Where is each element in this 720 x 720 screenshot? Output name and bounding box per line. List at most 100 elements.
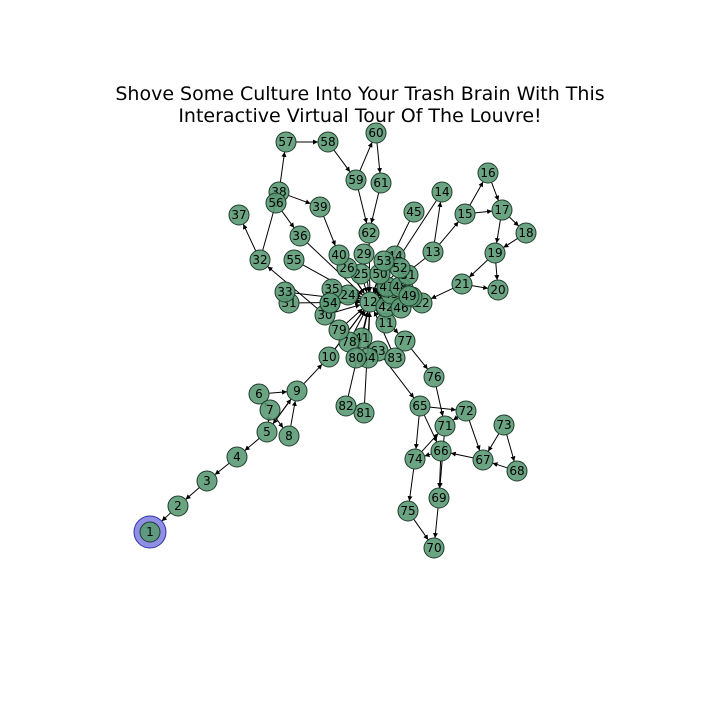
node-68[interactable]: 68 (506, 460, 528, 482)
node-4[interactable]: 4 (226, 446, 248, 468)
node-6[interactable]: 6 (248, 383, 270, 405)
node-39[interactable]: 39 (309, 196, 331, 218)
node-label: 49 (401, 289, 416, 303)
node-57[interactable]: 57 (275, 131, 297, 153)
node-20[interactable]: 20 (487, 279, 509, 301)
node-69[interactable]: 69 (428, 487, 450, 509)
edge-68-67 (492, 462, 508, 469)
edge-59-62 (357, 189, 368, 224)
edge-72-71 (452, 415, 459, 421)
node-55[interactable]: 55 (283, 249, 305, 271)
node-label: 79 (331, 323, 346, 337)
node-67[interactable]: 67 (472, 449, 494, 471)
node-49[interactable]: 49 (398, 285, 420, 307)
edge-65-72 (429, 406, 457, 412)
node-label: 14 (434, 185, 449, 199)
node-circle (370, 172, 392, 194)
node-circle (398, 285, 420, 307)
node-36[interactable]: 36 (289, 225, 311, 247)
node-29[interactable]: 29 (353, 243, 375, 265)
edge-8-9 (290, 400, 297, 427)
chart-title-line-1: Shove Some Culture Into Your Trash Brain… (115, 83, 605, 105)
node-label: 70 (426, 541, 441, 555)
node-33[interactable]: 33 (274, 281, 296, 303)
node-17[interactable]: 17 (491, 199, 513, 221)
node-circle (487, 279, 509, 301)
node-11[interactable]: 11 (375, 312, 397, 334)
node-82[interactable]: 82 (335, 395, 357, 417)
node-54[interactable]: 54 (319, 292, 341, 314)
chart-title-line-2: Interactive Virtual Tour Of The Louvre! (178, 105, 542, 127)
node-71[interactable]: 71 (434, 415, 456, 437)
edge-38-57 (279, 151, 287, 183)
node-77[interactable]: 77 (394, 330, 416, 352)
node-1[interactable]: 1 (133, 515, 167, 549)
node-13[interactable]: 13 (422, 241, 444, 263)
node-label: 3 (203, 474, 211, 488)
edge-60-61 (376, 142, 382, 174)
edge-18-19 (503, 238, 518, 248)
node-60[interactable]: 60 (365, 122, 387, 144)
node-label: 18 (518, 226, 533, 240)
node-79[interactable]: 79 (328, 319, 350, 341)
node-73[interactable]: 73 (493, 414, 515, 436)
node-label: 57 (278, 135, 293, 149)
node-15[interactable]: 15 (454, 203, 476, 225)
node-53[interactable]: 53 (373, 250, 395, 272)
node-label: 68 (509, 464, 524, 478)
node-45[interactable]: 45 (403, 201, 425, 223)
node-5[interactable]: 5 (256, 421, 278, 443)
node-circle (506, 460, 528, 482)
node-61[interactable]: 61 (370, 172, 392, 194)
node-circle (434, 415, 456, 437)
node-19[interactable]: 19 (484, 242, 506, 264)
node-label: 72 (458, 404, 473, 418)
node-62[interactable]: 62 (358, 222, 380, 244)
node-58[interactable]: 58 (317, 131, 339, 153)
edge-9-10 (303, 363, 323, 385)
node-83[interactable]: 83 (384, 347, 406, 369)
node-37[interactable]: 37 (228, 204, 250, 226)
node-56[interactable]: 56 (265, 192, 287, 214)
node-70[interactable]: 70 (423, 537, 445, 559)
node-80[interactable]: 80 (345, 347, 367, 369)
node-21[interactable]: 21 (451, 273, 473, 295)
edge-7-8 (275, 417, 284, 429)
node-72[interactable]: 72 (455, 400, 477, 422)
node-75[interactable]: 75 (397, 500, 419, 522)
node-circle (248, 383, 270, 405)
node-40[interactable]: 40 (328, 244, 350, 266)
node-16[interactable]: 16 (477, 162, 499, 184)
node-12[interactable]: 12 (359, 291, 381, 313)
node-label: 2 (174, 499, 182, 513)
edge-17-19 (494, 219, 501, 244)
edge-15-17 (474, 209, 493, 215)
node-2[interactable]: 2 (167, 495, 189, 517)
node-14[interactable]: 14 (431, 181, 453, 203)
edge-69-70 (433, 507, 439, 539)
node-circle (353, 243, 375, 265)
node-32[interactable]: 32 (249, 249, 271, 271)
node-7[interactable]: 7 (259, 399, 281, 421)
node-circle (454, 203, 476, 225)
node-circle (422, 241, 444, 263)
node-59[interactable]: 59 (345, 169, 367, 191)
node-18[interactable]: 18 (515, 222, 537, 244)
node-66[interactable]: 66 (430, 440, 452, 462)
node-label: 80 (348, 351, 363, 365)
node-3[interactable]: 3 (196, 470, 218, 492)
node-label: 39 (312, 200, 327, 214)
node-74[interactable]: 74 (404, 448, 426, 470)
node-65[interactable]: 65 (409, 395, 431, 417)
node-81[interactable]: 81 (353, 402, 375, 424)
node-label: 20 (490, 283, 505, 297)
node-10[interactable]: 10 (318, 346, 340, 368)
node-label: 74 (407, 452, 422, 466)
edge-15-16 (469, 181, 484, 206)
node-label: 71 (437, 419, 452, 433)
node-76[interactable]: 76 (423, 366, 445, 388)
node-9[interactable]: 9 (286, 380, 308, 402)
edge-6-9 (268, 389, 288, 395)
node-8[interactable]: 8 (278, 425, 300, 447)
